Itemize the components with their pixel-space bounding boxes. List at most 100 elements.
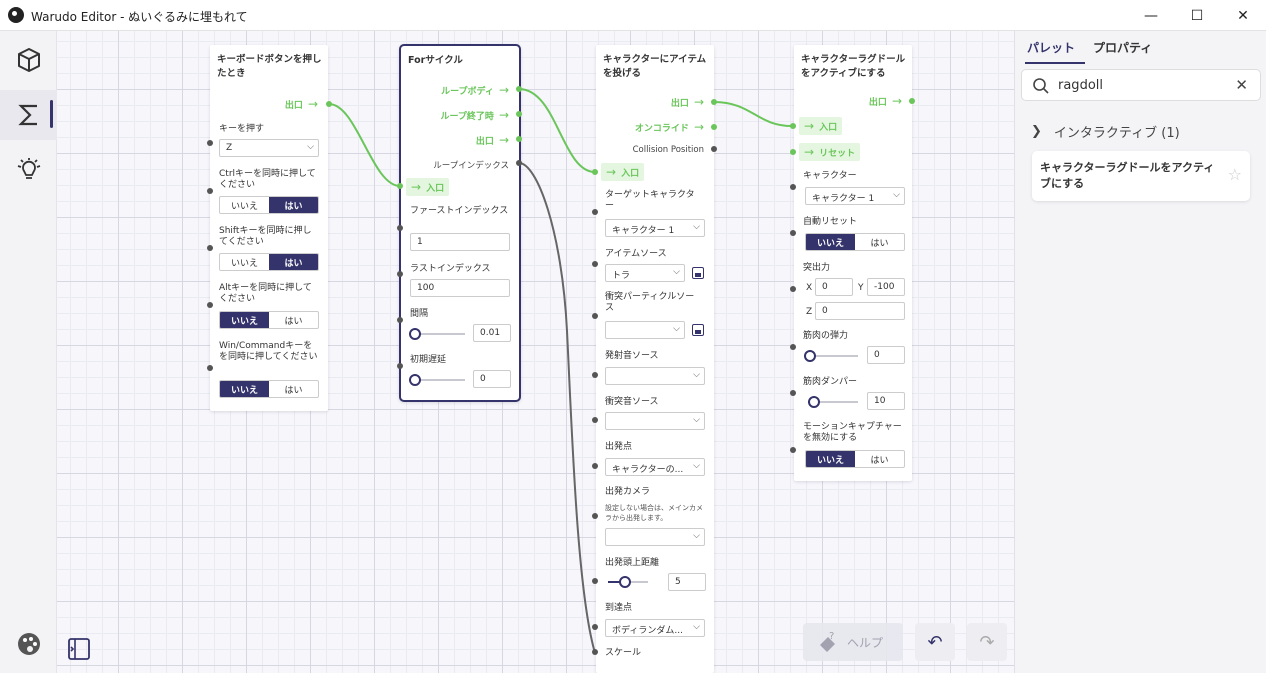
force-z-input[interactable]: 0	[815, 302, 905, 320]
data-port-dot[interactable]	[207, 302, 213, 308]
no-option[interactable]: いいえ	[230, 258, 258, 269]
slider-knob[interactable]	[808, 396, 820, 408]
exit-port[interactable]: 出口→	[476, 133, 509, 147]
character-select[interactable]: キャラクター 1⌵	[805, 187, 905, 205]
tab-palette[interactable]: パレット	[1027, 41, 1076, 55]
hit-sound-select[interactable]: ⌵	[605, 412, 705, 430]
node-throw-item[interactable]: キャラクターにアイテムを投げる 出口→ オンコライド→ Collision Po…	[596, 45, 714, 673]
redo-button[interactable]: ↷	[967, 623, 1007, 661]
slider-knob[interactable]	[409, 374, 421, 386]
tab-properties[interactable]: プロパティ	[1093, 41, 1153, 55]
help-button[interactable]: ? ヘルプ	[803, 623, 903, 661]
launch-sound-select[interactable]: ⌵	[605, 367, 705, 385]
data-port-dot[interactable]	[592, 513, 598, 519]
force-x-input[interactable]: 0	[815, 278, 853, 296]
entry-port[interactable]: →入口	[406, 178, 450, 196]
exit-port[interactable]: 出口→	[671, 95, 704, 109]
scale-port-dot[interactable]	[592, 649, 598, 655]
data-port-dot[interactable]	[397, 317, 403, 323]
damper-slider[interactable]	[808, 396, 858, 408]
particle-source-select[interactable]: ⌵	[605, 321, 685, 339]
elasticity-input[interactable]: 0	[867, 346, 905, 364]
data-port-dot[interactable]	[397, 271, 403, 277]
data-port-dot[interactable]	[790, 184, 796, 190]
loop-index-port[interactable]: ループインデックス	[433, 161, 509, 171]
no-option[interactable]: いいえ	[220, 312, 269, 328]
search-input[interactable]: ragdoll	[1058, 78, 1103, 93]
exit-port-dot[interactable]	[516, 136, 522, 142]
entry-port-dot[interactable]	[397, 183, 403, 189]
clear-search-icon[interactable]: ✕	[1235, 76, 1248, 94]
yes-option[interactable]: はい	[284, 316, 303, 327]
maximize-button[interactable]: ☐	[1190, 7, 1204, 24]
last-index-input[interactable]: 100	[410, 279, 510, 297]
data-port-dot[interactable]	[790, 390, 796, 396]
data-port-dot[interactable]	[207, 140, 213, 146]
delay-input[interactable]: 0	[473, 370, 511, 388]
loop-end-dot[interactable]	[516, 111, 522, 117]
mocap-toggle[interactable]: いいえ はい	[805, 450, 905, 468]
data-port-dot[interactable]	[790, 286, 796, 292]
exit-port[interactable]: 出口→	[869, 94, 902, 108]
loop-end-port[interactable]: ループ終了時→	[440, 108, 509, 122]
entry-port-dot[interactable]	[592, 169, 598, 175]
data-port-dot[interactable]	[790, 447, 796, 453]
camera-select[interactable]: ⌵	[605, 528, 705, 546]
data-port-dot[interactable]	[790, 344, 796, 350]
data-port-dot[interactable]	[397, 363, 403, 369]
reset-port[interactable]: →リセット	[799, 143, 861, 161]
slider-knob[interactable]	[618, 576, 631, 588]
data-port-dot[interactable]	[592, 417, 598, 423]
height-input[interactable]: 5	[668, 573, 706, 591]
data-port-dot[interactable]	[790, 230, 796, 236]
yes-option[interactable]: はい	[284, 385, 303, 396]
first-index-input[interactable]: 1	[410, 233, 510, 251]
data-port-dot[interactable]	[592, 313, 598, 319]
win-toggle[interactable]: いいえ はい	[219, 380, 319, 398]
data-port-dot[interactable]	[592, 463, 598, 469]
theme-button[interactable]	[0, 619, 57, 669]
hints-tab[interactable]	[0, 145, 57, 195]
collision-position-port[interactable]: Collision Position	[632, 145, 704, 155]
elasticity-slider[interactable]	[804, 350, 858, 362]
on-collide-port[interactable]: オンコライド→	[635, 120, 704, 134]
force-y-input[interactable]: -100	[867, 278, 905, 296]
data-port-dot[interactable]	[207, 188, 213, 194]
yes-option[interactable]: はい	[269, 254, 318, 270]
height-slider[interactable]	[608, 576, 648, 588]
no-option[interactable]: いいえ	[806, 234, 855, 250]
image-picker-icon[interactable]	[692, 324, 704, 336]
loop-body-port[interactable]: ループボディ→	[441, 83, 509, 97]
exit-port[interactable]: 出口→	[285, 97, 318, 111]
loop-body-dot[interactable]	[516, 86, 522, 92]
node-keyboard-press[interactable]: キーボードボタンを押したとき 出口→ キーを押す Z⌵ Ctrlキーを同時に押し…	[210, 45, 328, 411]
shift-toggle[interactable]: いいえはい	[219, 253, 319, 271]
node-for-loop[interactable]: Forサイクル ループボディ→ ループ終了時→ 出口→ ループインデックス →入…	[399, 44, 521, 402]
delay-slider[interactable]	[409, 374, 465, 386]
data-port-dot[interactable]	[207, 365, 213, 371]
no-option[interactable]: いいえ	[220, 381, 269, 397]
toggle-panel-button[interactable]	[67, 637, 91, 661]
star-icon[interactable]: ☆	[1227, 165, 1242, 184]
key-select[interactable]: Z⌵	[219, 139, 319, 157]
ctrl-toggle[interactable]: いいえはい	[219, 196, 319, 214]
data-port-dot[interactable]	[592, 372, 598, 378]
yes-option[interactable]: はい	[870, 455, 889, 466]
loop-index-dot[interactable]	[516, 160, 522, 166]
alt-toggle[interactable]: いいえ はい	[219, 311, 319, 329]
data-port-dot[interactable]	[592, 578, 598, 584]
data-port-dot[interactable]	[592, 209, 598, 215]
slider-knob[interactable]	[804, 350, 816, 362]
data-port-dot[interactable]	[592, 261, 598, 267]
origin-select[interactable]: キャラクターの...⌵	[605, 458, 705, 476]
yes-option[interactable]: はい	[269, 197, 318, 213]
target-select[interactable]: キャラクター 1⌵	[605, 219, 705, 237]
no-option[interactable]: いいえ	[806, 451, 855, 467]
undo-button[interactable]: ↶	[915, 623, 955, 661]
close-button[interactable]: ✕	[1237, 7, 1249, 24]
reset-port-dot[interactable]	[790, 149, 796, 155]
entry-port[interactable]: →入口	[601, 163, 645, 181]
minimize-button[interactable]: —	[1144, 7, 1158, 24]
exit-port-dot[interactable]	[326, 101, 332, 107]
destination-select[interactable]: ボディランダム...⌵	[605, 619, 705, 637]
